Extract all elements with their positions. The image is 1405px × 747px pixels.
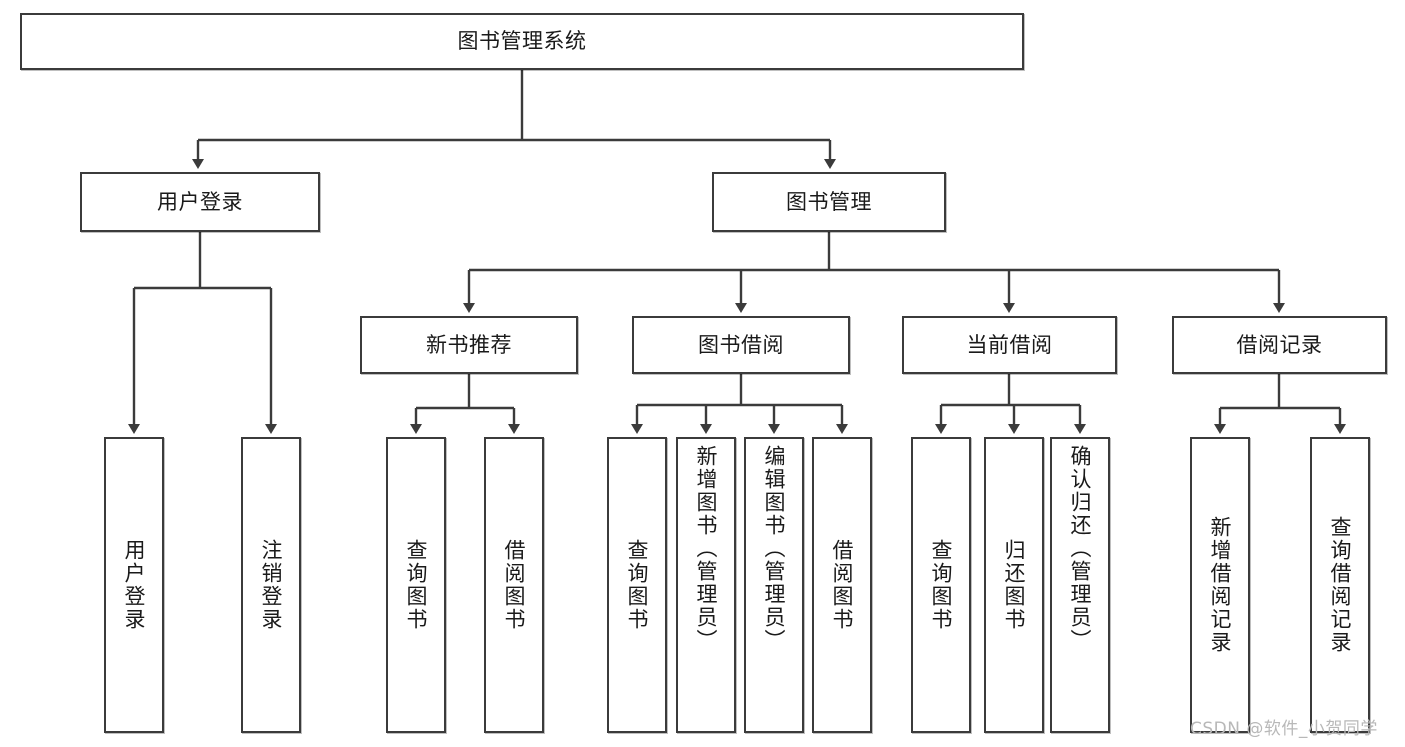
leaf-logout[interactable]: 注销登录 bbox=[241, 437, 301, 733]
leaf-confirm-return-admin[interactable]: 确认归还（管理员） bbox=[1050, 437, 1110, 733]
node-book-management[interactable]: 图书管理 bbox=[712, 172, 946, 232]
leaf-query-book-borrow-label: 查询图书 bbox=[625, 539, 650, 631]
leaf-edit-book-admin-label: 编辑图书（管理员） bbox=[762, 445, 787, 652]
leaf-add-borrow-record-label: 新增借阅记录 bbox=[1208, 516, 1233, 654]
leaf-query-book-newbook-label: 查询图书 bbox=[404, 539, 429, 631]
node-book-borrow[interactable]: 图书借阅 bbox=[632, 316, 850, 374]
leaf-borrow-book-label: 借阅图书 bbox=[830, 539, 855, 631]
leaf-add-borrow-record[interactable]: 新增借阅记录 bbox=[1190, 437, 1250, 733]
node-user-login[interactable]: 用户登录 bbox=[80, 172, 320, 232]
leaf-user-login[interactable]: 用户登录 bbox=[104, 437, 164, 733]
leaf-user-login-label: 用户登录 bbox=[122, 539, 147, 631]
leaf-query-borrow-record[interactable]: 查询借阅记录 bbox=[1310, 437, 1370, 733]
leaf-return-book-label: 归还图书 bbox=[1002, 539, 1027, 631]
leaf-confirm-return-admin-label: 确认归还（管理员） bbox=[1068, 445, 1093, 652]
leaf-add-book-admin[interactable]: 新增图书（管理员） bbox=[676, 437, 736, 733]
leaf-query-borrow-record-label: 查询借阅记录 bbox=[1328, 516, 1353, 654]
leaf-add-book-admin-label: 新增图书（管理员） bbox=[694, 445, 719, 652]
node-book-borrow-label: 图书借阅 bbox=[698, 332, 784, 357]
leaf-query-book-newbook[interactable]: 查询图书 bbox=[386, 437, 446, 733]
node-user-login-label: 用户登录 bbox=[157, 189, 243, 214]
node-borrow-record-label: 借阅记录 bbox=[1236, 332, 1323, 357]
node-new-book-recommend[interactable]: 新书推荐 bbox=[360, 316, 578, 374]
leaf-query-book-current[interactable]: 查询图书 bbox=[911, 437, 971, 733]
node-root[interactable]: 图书管理系统 bbox=[20, 13, 1024, 70]
node-root-label: 图书管理系统 bbox=[457, 29, 587, 54]
leaf-borrow-book-newbook[interactable]: 借阅图书 bbox=[484, 437, 544, 733]
node-book-management-label: 图书管理 bbox=[786, 189, 872, 214]
leaf-query-book-borrow[interactable]: 查询图书 bbox=[607, 437, 667, 733]
node-new-book-recommend-label: 新书推荐 bbox=[426, 332, 512, 357]
node-current-borrow[interactable]: 当前借阅 bbox=[902, 316, 1117, 374]
leaf-borrow-book-newbook-label: 借阅图书 bbox=[502, 539, 527, 631]
leaf-query-book-current-label: 查询图书 bbox=[929, 539, 954, 631]
node-borrow-record[interactable]: 借阅记录 bbox=[1172, 316, 1387, 374]
csdn-watermark: CSDN @软件_小贺同学 bbox=[1190, 719, 1378, 739]
leaf-edit-book-admin[interactable]: 编辑图书（管理员） bbox=[744, 437, 804, 733]
leaf-logout-label: 注销登录 bbox=[259, 539, 284, 631]
leaf-return-book[interactable]: 归还图书 bbox=[984, 437, 1044, 733]
leaf-borrow-book[interactable]: 借阅图书 bbox=[812, 437, 872, 733]
node-current-borrow-label: 当前借阅 bbox=[966, 332, 1053, 357]
